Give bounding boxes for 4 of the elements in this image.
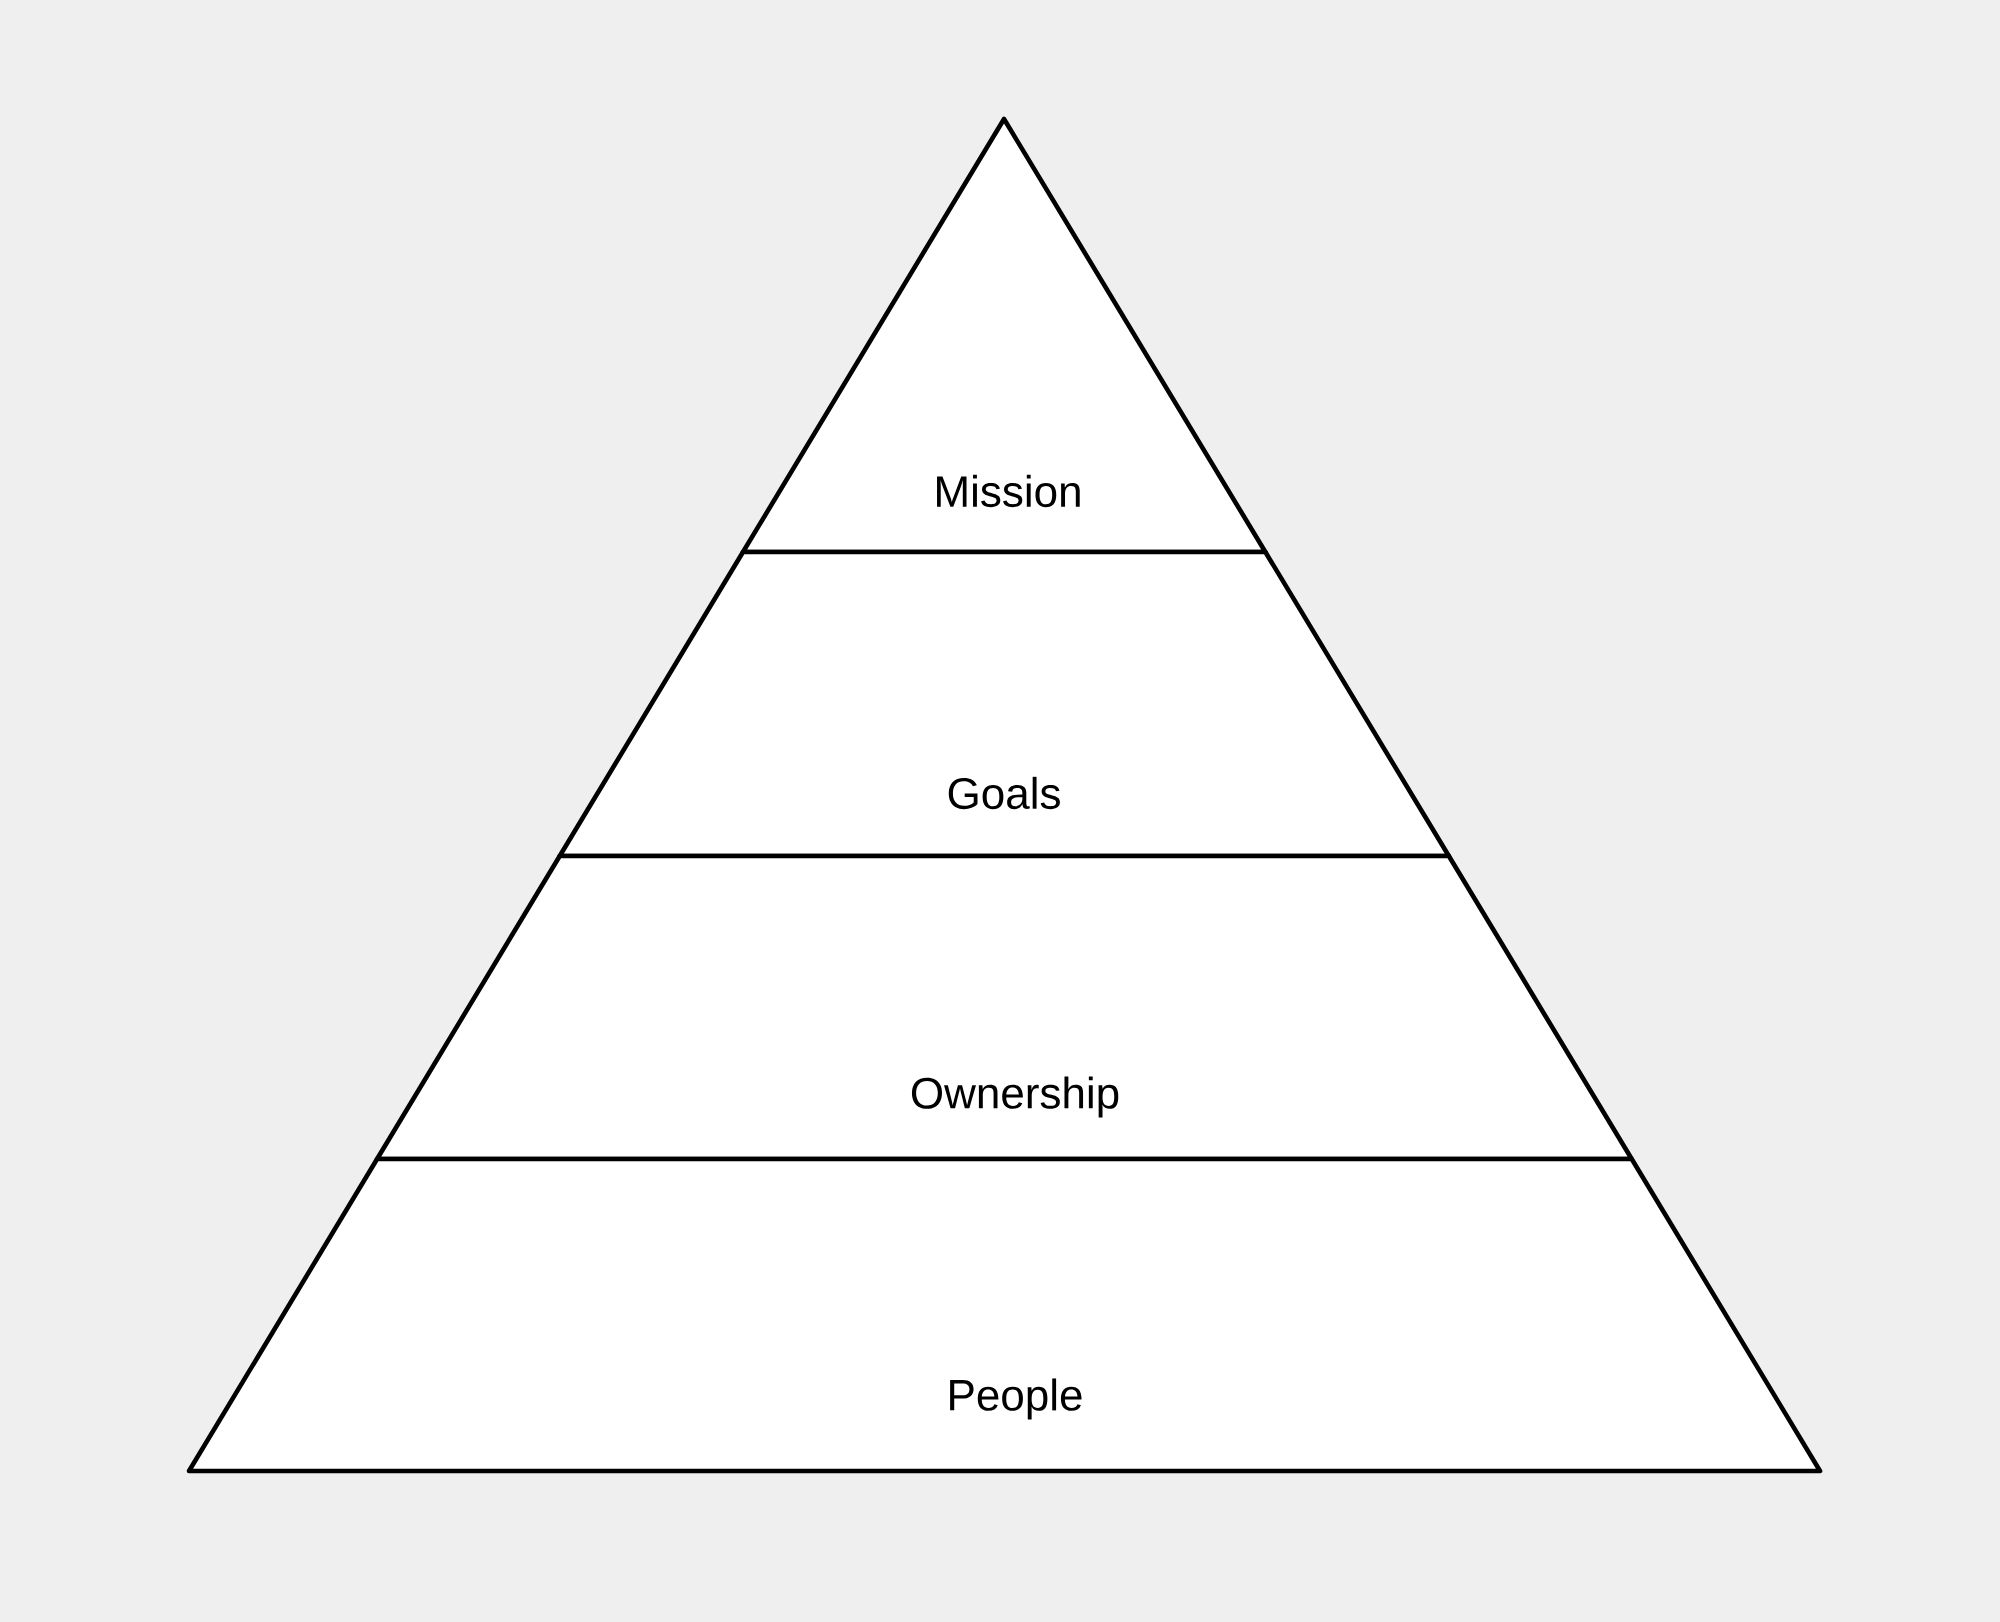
pyramid-band: Goals [557,549,1452,859]
pyramid-band: Mission [740,116,1268,555]
pyramid-band: Ownership [374,853,1635,1162]
pyramid-band: People [186,1156,1823,1474]
